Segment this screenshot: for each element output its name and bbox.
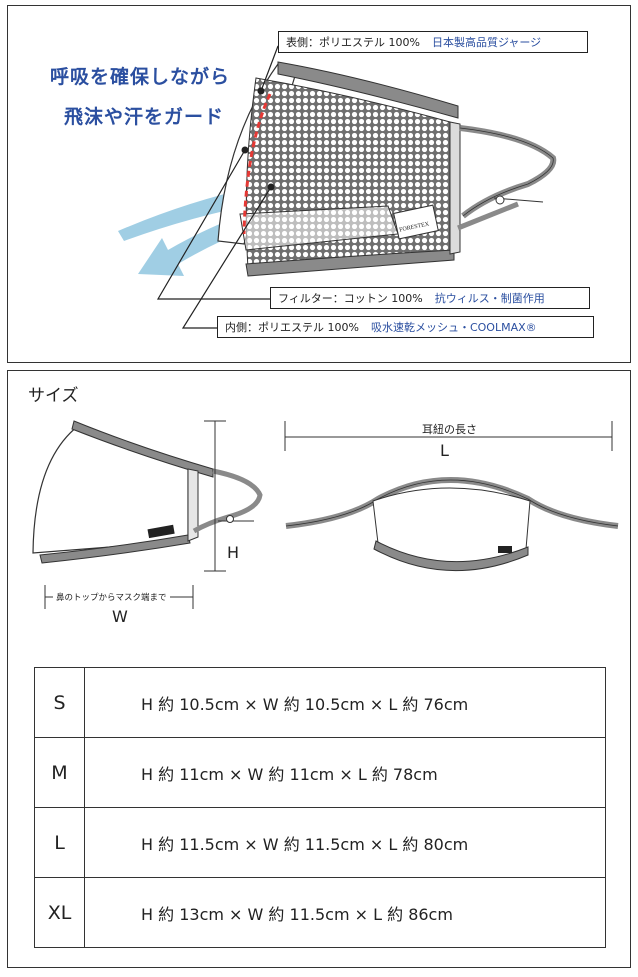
ear-loop-length-label: 耳紐の長さ <box>422 423 477 436</box>
ear-loop-letter: L <box>440 441 449 460</box>
leader-inner <box>181 186 272 329</box>
brand-tag <box>393 204 439 240</box>
callout-filter-detail: 抗ウィルス・制菌作用 <box>434 292 545 305</box>
height-letter: H <box>227 543 240 562</box>
materials-panel: FORESTEX 呼吸を確保しながら 飛沫や汗をガード 表側：ポリエステル 10… <box>7 5 631 363</box>
size-panel: サイズ 耳紐の長さ L H 鼻のトップからマスク端まで W <box>7 370 631 968</box>
mask-materials-illustration: FORESTEX <box>118 41 557 329</box>
callout-outer-detail: 日本製高品質ジャージ <box>431 36 542 49</box>
callout-filter-layer: フィルター：コットン 100% 抗ウィルス・制菌作用 <box>270 287 590 309</box>
side-view-top-trim <box>71 420 214 478</box>
table-row: M H 約 11cm × W 約 11cm × L 約 78cm <box>34 737 606 808</box>
size-spec: H 約 11.5cm × W 約 11.5cm × L 約 80cm <box>84 807 606 878</box>
callout-filter-label: フィルター：コットン 100% <box>278 292 423 305</box>
ear-loop <box>459 125 557 219</box>
side-view-side-panel <box>187 468 199 542</box>
size-name: L <box>34 807 85 878</box>
callout-outer-layer: 表側：ポリエステル 100% 日本製高品質ジャージ <box>278 31 588 53</box>
size-name: XL <box>34 877 85 948</box>
mask-bottom-trim <box>245 249 455 277</box>
mask-side-panel <box>449 121 461 255</box>
side-view-ear-loop <box>192 468 263 534</box>
size-table: S H 約 10.5cm × W 約 10.5cm × L 約 76cm M H… <box>34 667 606 948</box>
cord-stopper <box>495 195 505 205</box>
size-spec: H 約 13cm × W 約 11.5cm × L 約 86cm <box>84 877 606 948</box>
size-spec: H 約 11cm × W 約 11cm × L 約 78cm <box>84 737 606 808</box>
size-section-title: サイズ <box>28 386 79 406</box>
leader-outer <box>260 45 279 92</box>
side-view-tag <box>147 524 175 539</box>
callout-inner-layer: 内側：ポリエステル 100% 吸水速乾メッシュ・COOLMAX® <box>217 316 594 338</box>
width-label: 鼻のトップからマスク端まで <box>53 591 170 603</box>
size-diagrams <box>32 420 619 609</box>
headline-line-2: 飛沫や汗をガード <box>64 106 225 128</box>
headline-line-1: 呼吸を確保しながら <box>50 66 231 88</box>
size-name: M <box>34 737 85 808</box>
side-view-bottom-trim <box>39 534 191 564</box>
size-spec: H 約 10.5cm × W 約 10.5cm × L 約 76cm <box>84 667 606 738</box>
ear-loop-lower <box>457 201 519 231</box>
table-row: L H 約 11.5cm × W 約 11.5cm × L 約 80cm <box>34 807 606 878</box>
front-view-tag <box>498 546 512 553</box>
callout-inner-detail: 吸水速乾メッシュ・COOLMAX® <box>370 321 537 334</box>
leader-filter <box>156 149 270 300</box>
callout-inner-label: 内側：ポリエステル 100% <box>225 321 359 334</box>
ear-loop-outline <box>459 127 554 217</box>
front-view-bottom-trim <box>373 540 529 572</box>
table-row: S H 約 10.5cm × W 約 10.5cm × L 約 76cm <box>34 667 606 738</box>
callout-outer-label: 表側：ポリエステル 100% <box>286 36 420 49</box>
mask-top-trim <box>277 61 459 119</box>
width-letter: W <box>112 607 128 626</box>
size-name: S <box>34 667 85 738</box>
outer-edge-highlight <box>242 93 272 235</box>
table-row: XL H 約 13cm × W 約 11.5cm × L 約 86cm <box>34 877 606 948</box>
